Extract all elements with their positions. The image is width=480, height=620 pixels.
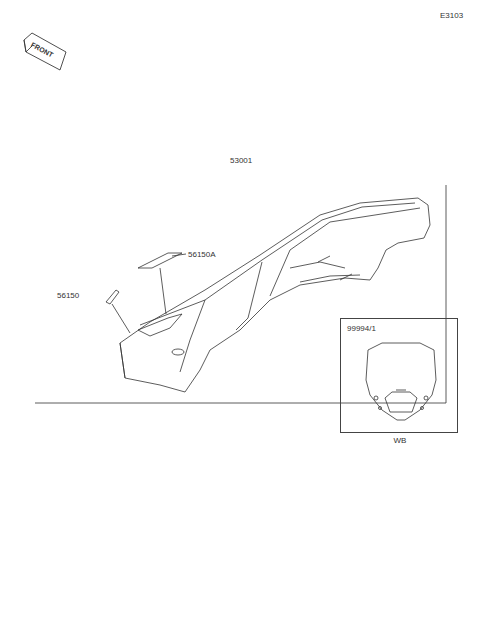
part-number: 99994/1 — [347, 325, 376, 333]
part-number: 56150A — [188, 251, 216, 259]
figure-code: E3103 — [440, 12, 463, 20]
part-number: 53001 — [230, 157, 252, 165]
part-number: 56150 — [57, 292, 79, 300]
color-code: WB — [394, 437, 407, 445]
inset-box: 99994/1WB — [340, 318, 458, 433]
